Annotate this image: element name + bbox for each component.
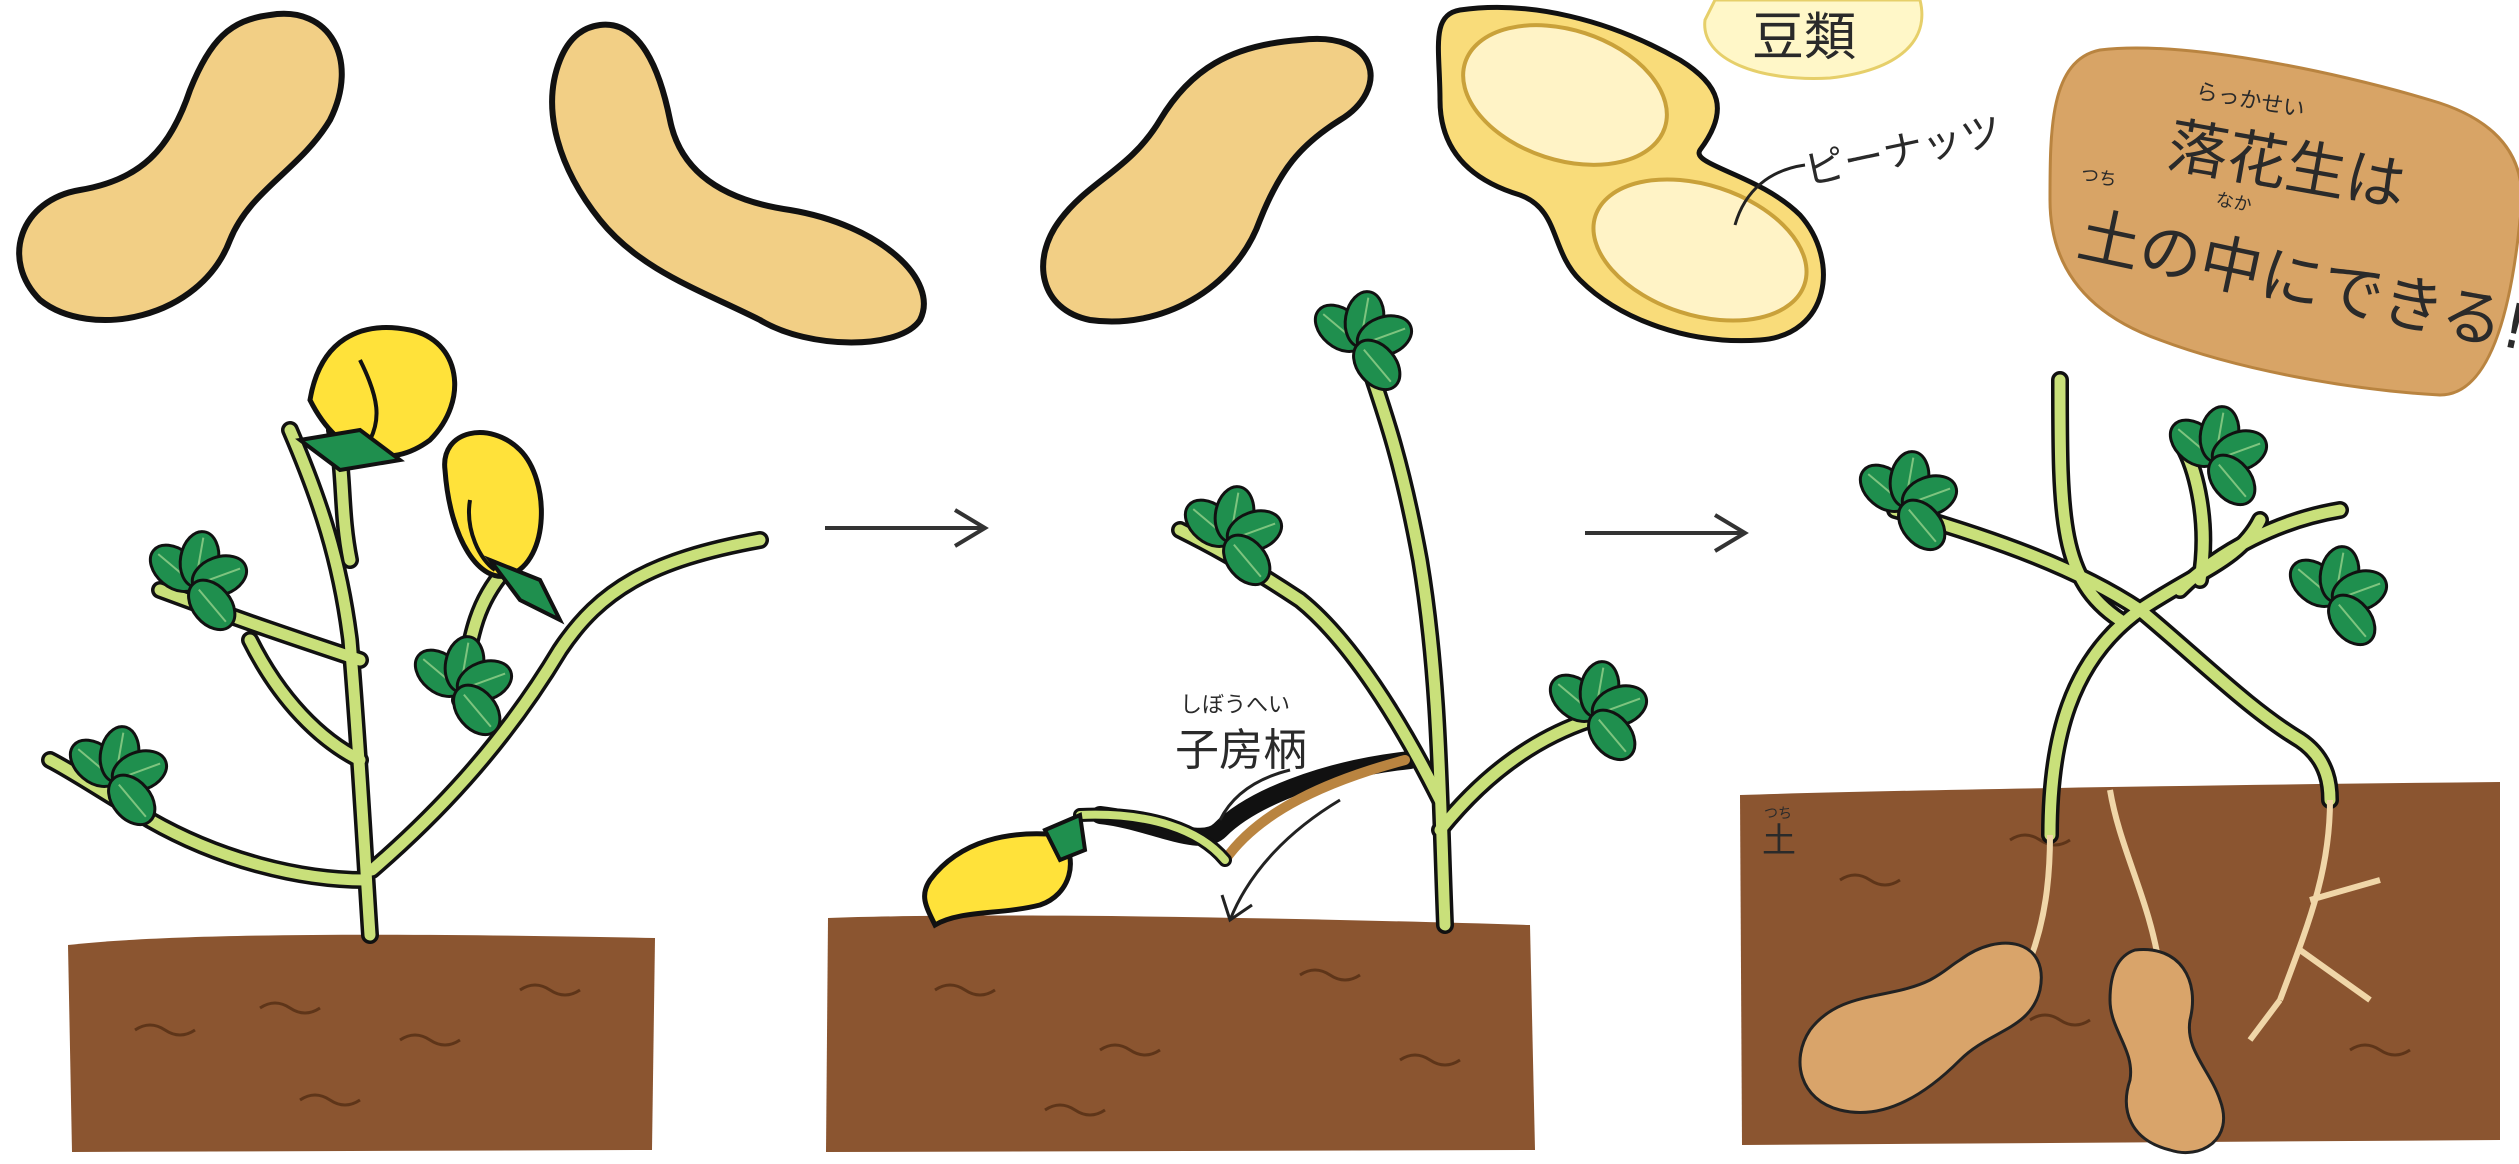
- soil-reading: つち: [1764, 806, 1792, 822]
- soil-block-stage-2: [826, 916, 1535, 1152]
- plant-stage-1: [50, 328, 760, 935]
- title-badge: らっかせい つち なか 落花生は 土の中にできる!: [2050, 48, 2519, 395]
- plant-stage-2: しぼうへい 子房柄: [925, 289, 1653, 925]
- peanut-shell-icon: [19, 14, 342, 320]
- leaf-icon: [1306, 289, 1417, 399]
- peanut-shells-row: [19, 1, 1825, 346]
- category-badge: 豆類: [1705, 0, 1922, 78]
- gynophore-label: 子房柄: [1175, 725, 1307, 776]
- leaf-icon: [1851, 449, 1962, 559]
- category-label: 豆類: [1752, 8, 1856, 68]
- arrow-icon: [1585, 515, 1745, 551]
- soil-block-stage-1: [68, 935, 655, 1152]
- flower-icon: [300, 328, 455, 470]
- leaf-icon: [2161, 404, 2272, 514]
- soil-label: 土: [1762, 821, 1796, 861]
- flower-icon: [445, 433, 560, 620]
- gynophore-reading: しぼうへい: [1180, 693, 1290, 718]
- arrow-icon: [825, 510, 985, 546]
- flower-icon: [925, 815, 1085, 925]
- leaf-icon: [1541, 659, 1652, 769]
- peanut-shell-icon: [552, 25, 924, 343]
- peanut-shell-icon: [1043, 39, 1370, 322]
- peanut-label: ピーナッツ: [1801, 108, 2006, 195]
- leaf-icon: [2281, 544, 2392, 654]
